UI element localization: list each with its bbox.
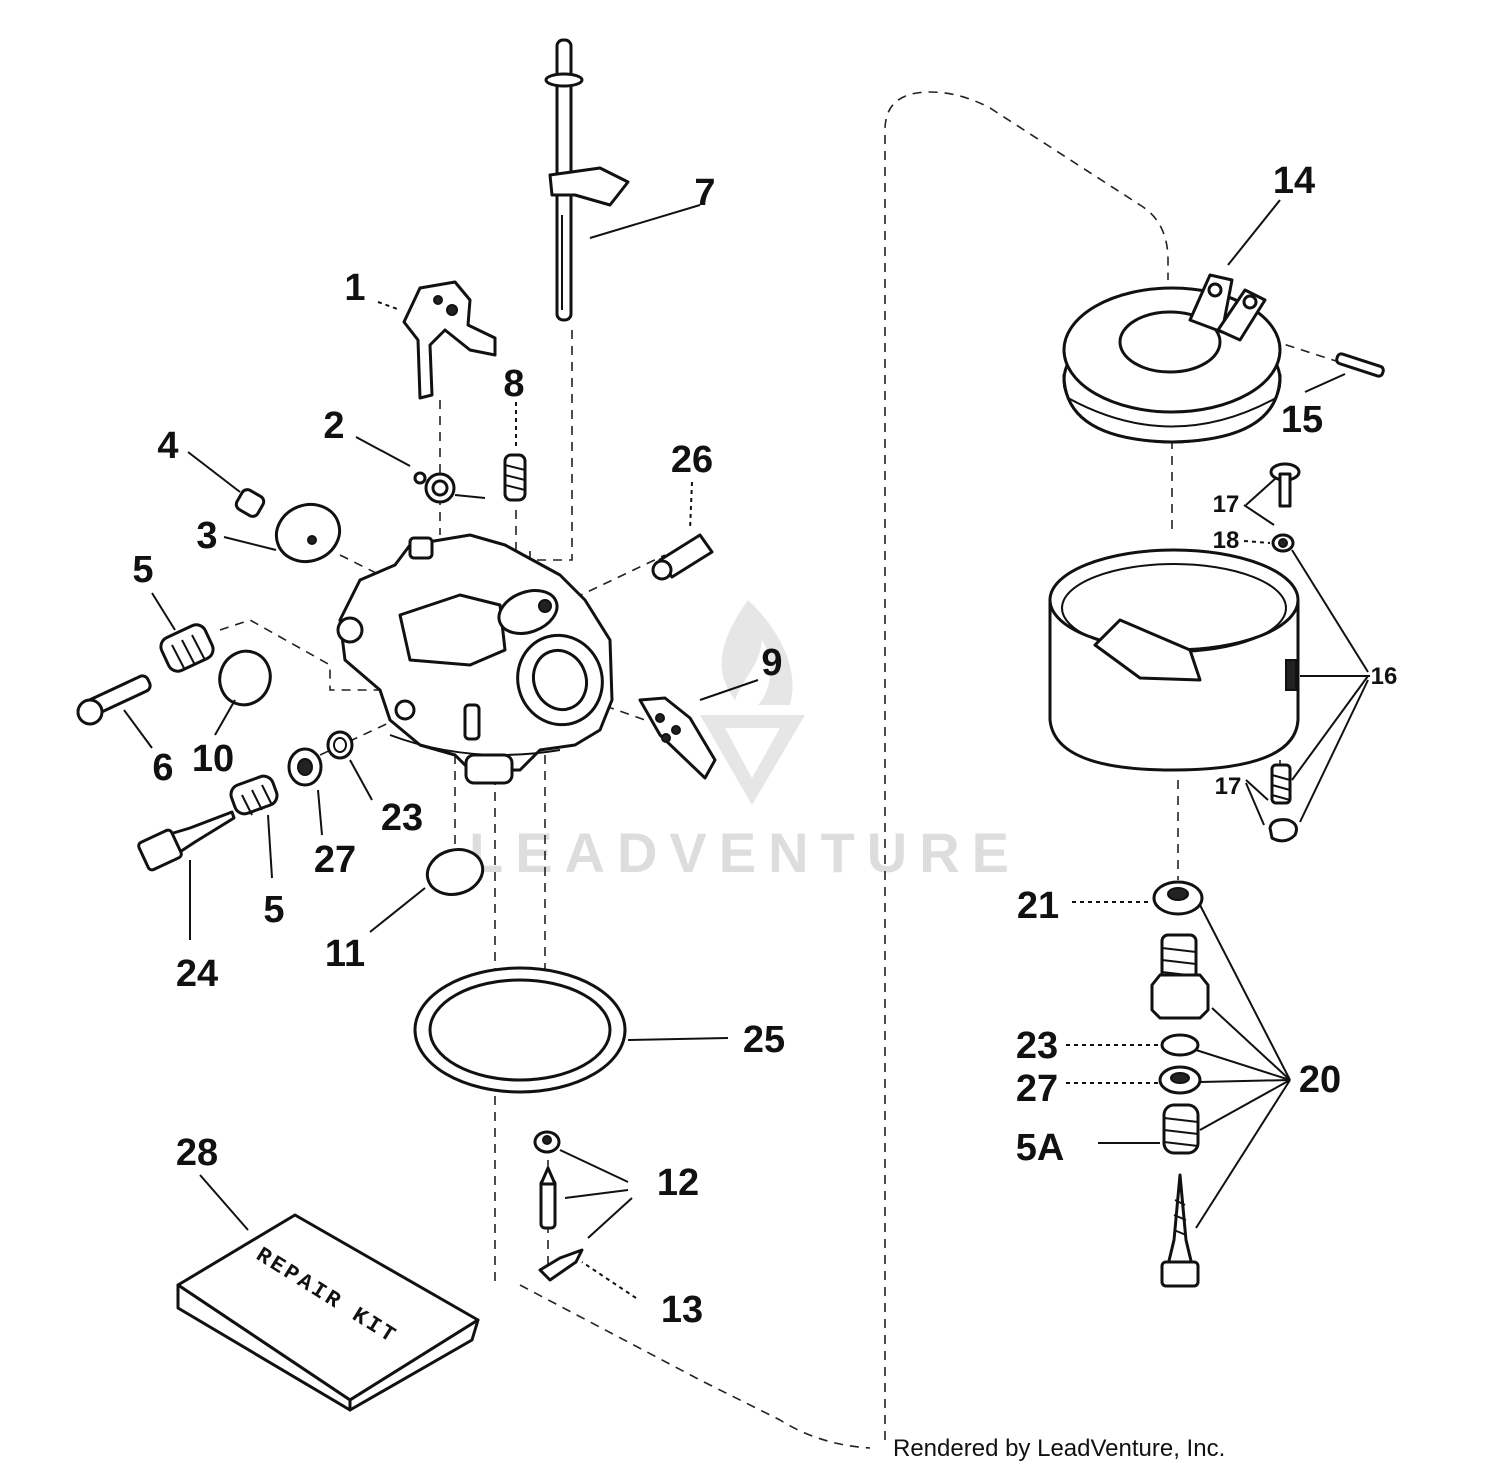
callout-25: 25 bbox=[743, 1019, 785, 1061]
clip-part-13 bbox=[538, 1248, 584, 1282]
leader-lines bbox=[123, 199, 1370, 1299]
callout-5-lower: 5 bbox=[263, 889, 284, 931]
render-credit: Rendered by LeadVenture, Inc. bbox=[893, 1435, 1225, 1462]
spring-part-5-lower bbox=[229, 774, 279, 816]
callout-20: 20 bbox=[1299, 1059, 1341, 1101]
repair-kit-part-28: REPAIR KIT bbox=[176, 1213, 480, 1412]
gasket-part-9 bbox=[638, 696, 717, 780]
choke-bracket-part bbox=[402, 280, 497, 400]
small-spring-part-8 bbox=[503, 453, 527, 502]
callout-5A: 5A bbox=[1016, 1127, 1065, 1169]
fitting-part-26 bbox=[651, 533, 714, 581]
callout-18: 18 bbox=[1213, 527, 1240, 554]
watermark: LEADVENTURE bbox=[469, 600, 1021, 884]
callout-2: 2 bbox=[323, 405, 344, 447]
callout-17-upper: 17 bbox=[1213, 491, 1240, 518]
float-bowl-part bbox=[1048, 548, 1300, 772]
callout-27-left: 27 bbox=[314, 839, 356, 881]
bowl-drain-small-parts bbox=[1268, 462, 1301, 843]
callout-23-left: 23 bbox=[381, 797, 423, 839]
callout-17-lower: 17 bbox=[1215, 773, 1242, 800]
callout-16: 16 bbox=[1371, 663, 1398, 690]
washer-part-21 bbox=[1152, 880, 1204, 916]
callout-4: 4 bbox=[157, 425, 178, 467]
float-part-14 bbox=[1062, 273, 1282, 444]
watermark-v-icon bbox=[700, 715, 805, 805]
callout-6: 6 bbox=[152, 747, 173, 789]
torsion-spring-part-2 bbox=[413, 471, 486, 504]
callout-14: 14 bbox=[1273, 160, 1315, 202]
callout-12: 12 bbox=[657, 1162, 699, 1204]
welch-plug-part-11 bbox=[425, 848, 485, 896]
callout-15: 15 bbox=[1281, 399, 1323, 441]
callout-8: 8 bbox=[503, 363, 524, 405]
callout-7: 7 bbox=[694, 172, 715, 214]
carburetor-body-part bbox=[336, 533, 614, 785]
callout-13: 13 bbox=[661, 1289, 703, 1331]
callout-3: 3 bbox=[196, 515, 217, 557]
watermark-text: LEADVENTURE bbox=[469, 821, 1021, 884]
needle-valve-part-24 bbox=[137, 810, 236, 872]
callout-21: 21 bbox=[1017, 885, 1059, 927]
watermark-flame-icon bbox=[721, 600, 793, 705]
callout-9: 9 bbox=[761, 642, 782, 684]
callout-28: 28 bbox=[176, 1132, 218, 1174]
welch-plug-part-10 bbox=[218, 649, 272, 707]
throttle-plate-part-3 bbox=[274, 503, 342, 563]
washer-part-27-left bbox=[287, 747, 323, 787]
callout-27-right: 27 bbox=[1016, 1068, 1058, 1110]
enclosure-dashed-line bbox=[884, 91, 1169, 1440]
inlet-needle-part-12 bbox=[533, 1130, 561, 1230]
o-ring-part-23-left bbox=[326, 730, 354, 760]
idle-screw-part-6 bbox=[76, 674, 152, 726]
callout-5-upper: 5 bbox=[132, 549, 153, 591]
float-pin-part-15 bbox=[1335, 352, 1385, 378]
callout-26: 26 bbox=[671, 439, 713, 481]
callout-23-right: 23 bbox=[1016, 1025, 1058, 1067]
bowl-gasket-part-25 bbox=[413, 966, 627, 1094]
callout-1: 1 bbox=[344, 267, 365, 309]
throttle-shaft-part bbox=[544, 38, 630, 322]
spring-part-5-upper bbox=[159, 623, 215, 673]
callout-labels: 1 2 3 4 5 6 7 8 9 10 11 12 13 14 15 16 1… bbox=[132, 160, 1397, 1331]
screw-part-4 bbox=[234, 488, 266, 518]
callout-24: 24 bbox=[176, 953, 218, 995]
callout-10: 10 bbox=[192, 738, 234, 780]
bowl-nut-part-20 bbox=[1150, 933, 1210, 1288]
enclosure-bottom-dashed-line bbox=[519, 1284, 871, 1449]
callout-11: 11 bbox=[325, 933, 365, 975]
